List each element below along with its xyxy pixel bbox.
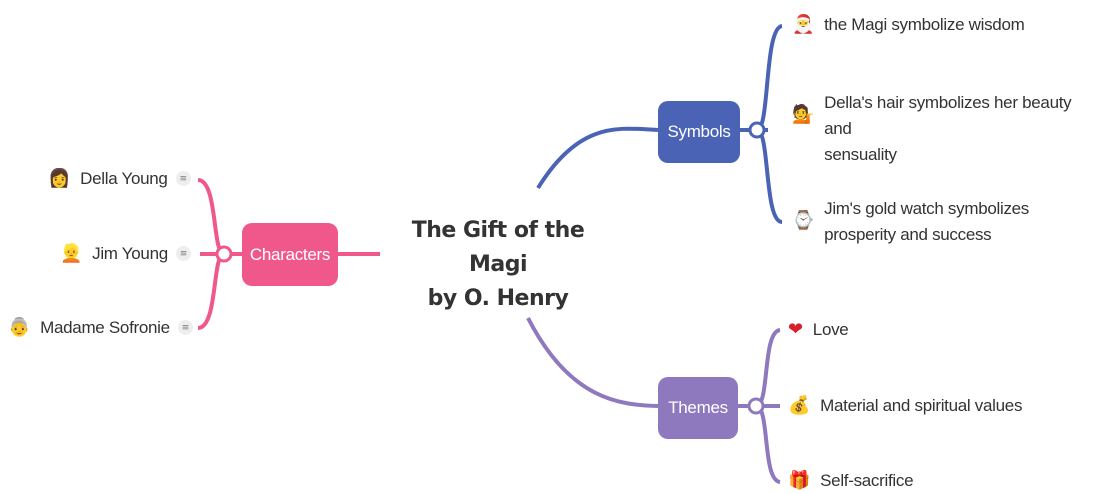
person-tipping-hand-emoji-icon: 💁 — [792, 104, 815, 125]
root-topic[interactable]: The Gift of the Magi by O. Henry — [380, 214, 616, 316]
woman-emoji-icon: 👩 — [48, 168, 71, 189]
leaf-label: Della Young — [80, 168, 168, 188]
leaf-love[interactable]: ❤ Love — [788, 319, 849, 340]
themes-node[interactable]: Themes — [658, 377, 738, 439]
note-icon[interactable]: ≡ — [177, 320, 193, 335]
leaf-label-line1: Jim's gold watch symbolizes — [824, 199, 1030, 218]
leaf-label: Self-sacrifice — [820, 470, 914, 490]
leaf-self-sacrifice[interactable]: 🎁 Self-sacrifice — [788, 470, 914, 491]
leaf-label-line2: prosperity and success — [824, 225, 992, 244]
root-subtitle: by O. Henry — [427, 286, 569, 311]
gift-emoji-icon: 🎁 — [788, 470, 811, 491]
leaf-label: Love — [812, 319, 849, 339]
leaf-della-hair[interactable]: 💁 Della's hair symbolizes her beauty and… — [792, 90, 1098, 168]
money-bag-emoji-icon: 💰 — [788, 395, 811, 416]
watch-emoji-icon: ⌚ — [792, 210, 815, 231]
note-icon[interactable]: ≡ — [175, 246, 191, 261]
heart-emoji-icon: ❤ — [788, 319, 803, 340]
leaf-madame-sofronie[interactable]: 👵 Madame Sofronie ≡ — [8, 317, 193, 338]
note-icon[interactable]: ≡ — [175, 171, 191, 186]
leaf-jim-young[interactable]: 👱 Jim Young ≡ — [60, 243, 191, 264]
leaf-label: Material and spiritual values — [820, 395, 1023, 415]
leaf-label-line1: Della's hair symbolizes her beauty and — [824, 93, 1072, 138]
leaf-material-spiritual[interactable]: 💰 Material and spiritual values — [788, 395, 1022, 416]
characters-node[interactable]: Characters — [242, 223, 338, 286]
root-title: The Gift of the Magi — [411, 218, 585, 277]
santa-emoji-icon: 🎅 — [792, 14, 815, 35]
leaf-jim-watch[interactable]: ⌚ Jim's gold watch symbolizes prosperity… — [792, 196, 1029, 248]
leaf-label: the Magi symbolize wisdom — [824, 14, 1025, 34]
leaf-magi-wisdom[interactable]: 🎅 the Magi symbolize wisdom — [792, 14, 1025, 35]
man-emoji-icon: 👱 — [60, 243, 83, 264]
leaf-label: Jim Young — [92, 243, 168, 263]
leaf-label-line2: sensuality — [824, 145, 897, 164]
symbols-node[interactable]: Symbols — [658, 101, 740, 163]
leaf-della-young[interactable]: 👩 Della Young ≡ — [48, 168, 191, 189]
older-woman-emoji-icon: 👵 — [8, 317, 31, 338]
leaf-label: Madame Sofronie — [40, 317, 170, 337]
